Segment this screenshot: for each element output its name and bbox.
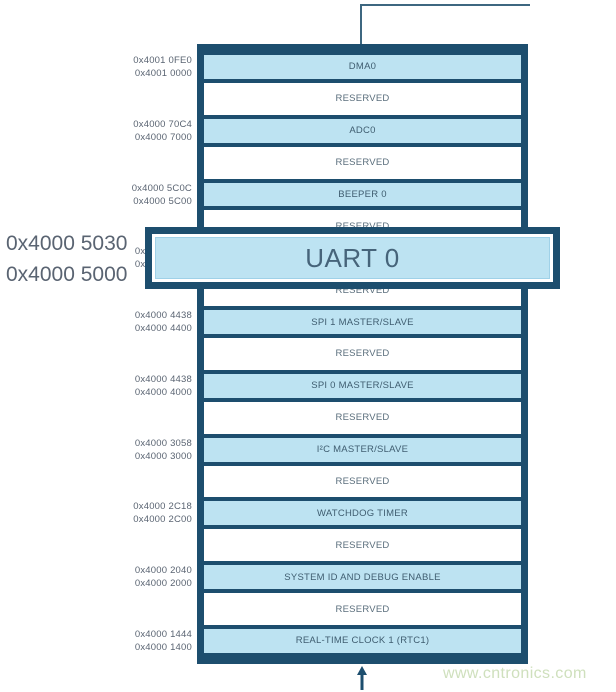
memory-reserved-row[interactable]: RESERVED	[204, 593, 521, 626]
connector-line-vertical	[360, 4, 362, 46]
memory-block-row[interactable]: BEEPER 0	[204, 178, 521, 211]
address-low: 0x4001 0000	[134, 67, 192, 79]
address-low: 0x4000 7000	[134, 131, 192, 143]
address-high: 0x4000 1444	[134, 629, 192, 641]
memory-block-row[interactable]: SPI 0 MASTER/SLAVE	[204, 369, 521, 402]
address-low: 0x4000 2C00	[133, 514, 192, 526]
address-high: 0x4000 5C0C	[131, 182, 192, 194]
memory-reserved-row[interactable]: RESERVED	[204, 82, 521, 115]
memory-block-row[interactable]: ADC0	[204, 114, 521, 147]
address-low: 0x4000 5C00	[133, 195, 192, 207]
memory-reserved-row[interactable]: RESERVED	[204, 465, 521, 498]
callout-address-low: 0x4000 5000	[6, 263, 128, 286]
memory-reserved-row[interactable]: RESERVED	[204, 401, 521, 434]
memory-reserved-row[interactable]: RESERVED	[204, 529, 521, 562]
address-high: 0x4000 3058	[134, 437, 192, 449]
address-high: 0x4000 2040	[134, 565, 192, 577]
memory-block-row[interactable]: REAL-TIME CLOCK 1 (RTC1)	[204, 625, 521, 657]
address-high: 0x4001 0FE0	[133, 54, 192, 66]
up-arrow-icon	[357, 666, 367, 690]
address-high: 0x4000 2C18	[133, 501, 192, 513]
callout-address-high: 0x4000 5030	[6, 232, 128, 255]
callout-address-labels: 0x4000 5030 0x4000 5000	[6, 228, 140, 290]
connector-line-horizontal	[360, 4, 530, 6]
address-low: 0x4000 3000	[134, 450, 192, 462]
uart0-callout-label: UART 0	[155, 237, 550, 279]
memory-reserved-row[interactable]: RESERVED	[204, 146, 521, 179]
address-low: 0x4000 2000	[134, 578, 192, 590]
memory-block-row[interactable]: I²C MASTER/SLAVE	[204, 433, 521, 466]
uart0-magnified-callout[interactable]: UART 0	[145, 227, 560, 289]
address-low: 0x4000 1400	[134, 642, 192, 654]
address-high: 0x4000 4438	[134, 373, 192, 385]
address-high: 0x4000 70C4	[133, 118, 192, 130]
memory-reserved-row[interactable]: RESERVED	[204, 338, 521, 370]
address-low: 0x4000 4400	[134, 323, 192, 335]
memory-block-row[interactable]: SYSTEM ID AND DEBUG ENABLE	[204, 561, 521, 594]
memory-block-row[interactable]: SPI 1 MASTER/SLAVE	[204, 306, 521, 339]
watermark: www.cntronics.com	[443, 665, 587, 682]
memory-block-row[interactable]: WATCHDOG TIMER	[204, 497, 521, 530]
address-high: 0x4000 4438	[134, 310, 192, 322]
address-low: 0x4000 4000	[134, 386, 192, 398]
memory-block-row[interactable]: DMA0	[204, 51, 521, 83]
